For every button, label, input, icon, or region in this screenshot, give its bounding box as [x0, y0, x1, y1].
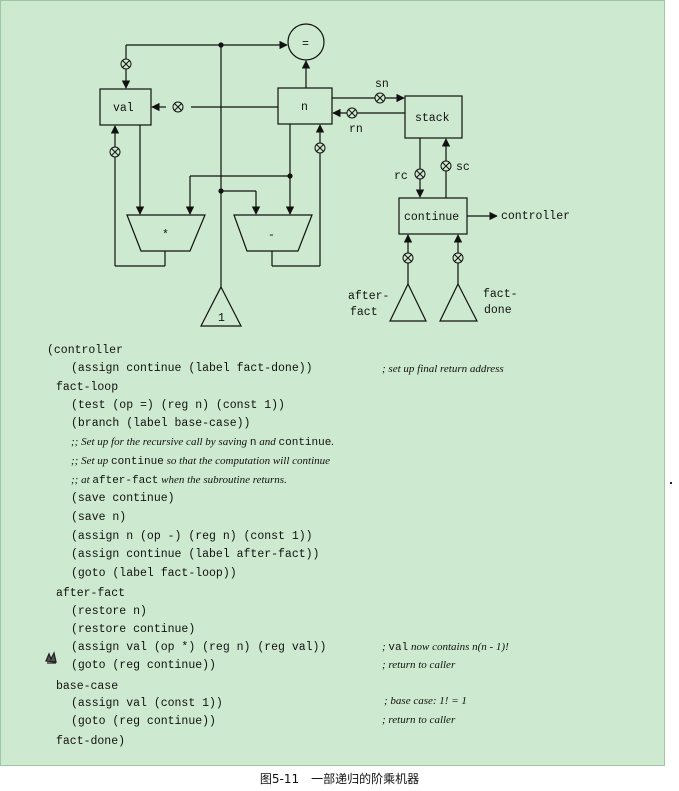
code-line: (goto (label fact-loop)): [71, 567, 237, 580]
controller-code: (controller (assign continue (label fact…: [0, 0, 509, 748]
controller-label: controller: [501, 210, 570, 223]
code-line: (assign val (op *) (reg n) (reg val)): [71, 641, 327, 654]
equals-test: [287, 23, 325, 61]
stack-label: stack: [415, 112, 450, 125]
code-line: (save n): [71, 511, 127, 524]
code-comment: ; return to caller: [382, 714, 456, 726]
sc-label: sc: [456, 161, 470, 174]
button-sc: [440, 160, 452, 172]
code-line: (assign continue (label fact-done)): [71, 362, 313, 375]
button-val-from-n: [172, 101, 184, 113]
val-label: val: [113, 102, 134, 115]
code-comment: ;; at after-fact when the subroutine ret…: [71, 474, 287, 487]
code-comment: ; base case: 1! = 1: [384, 695, 467, 707]
fact-done-constant: [439, 282, 478, 322]
continue-label: continue: [404, 211, 459, 224]
subtract-operation: [233, 214, 313, 252]
fact-done-label-2: done: [484, 304, 512, 317]
code-comment: ; set up final return address: [382, 363, 504, 375]
multiply-operation: [126, 214, 206, 252]
rn-label: rn: [349, 123, 363, 136]
val-register: [99, 88, 152, 126]
fact-done-label-1: fact-: [483, 288, 518, 301]
code-line: (goto (reg continue)): [71, 715, 216, 728]
code-line: (controller: [47, 344, 123, 357]
code-line: (branch (label base-case)): [71, 417, 251, 430]
code-comment: ; val now contains n(n - 1)!: [382, 641, 509, 654]
button-sn: [374, 92, 386, 104]
button-val-from-multiply: [109, 146, 121, 158]
code-line: (assign continue (label after-fact)): [71, 548, 320, 561]
stack-box: [404, 95, 463, 139]
button-after-fact: [402, 252, 414, 264]
code-line: (assign n (op -) (reg n) (const 1)): [71, 530, 313, 543]
code-line: (assign val (const 1)): [71, 697, 223, 710]
equals-label: =: [302, 38, 309, 51]
figure-caption: 图5-11 一部递归的阶乘机器: [259, 772, 420, 786]
code-line: (restore n): [71, 605, 147, 618]
after-fact-label-1: after-: [348, 290, 389, 303]
rc-label: rc: [394, 170, 408, 183]
sn-label: sn: [375, 78, 389, 91]
code-line: (restore continue): [71, 623, 196, 636]
const-one-label: 1: [218, 312, 225, 325]
register-machine-diagram: val n stack continue = * - 1 after- fact…: [99, 23, 570, 327]
code-label: fact-done): [56, 735, 126, 748]
code-line: (test (op =) (reg n) (const 1)): [71, 399, 285, 412]
margin-mark-icon: [45, 651, 57, 664]
continue-register: [398, 197, 468, 235]
multiply-label: *: [162, 229, 169, 242]
n-register: [277, 87, 333, 125]
n-label: n: [301, 101, 308, 114]
code-line: (save continue): [71, 492, 175, 505]
button-rc: [414, 168, 426, 180]
constant-one: [200, 285, 242, 327]
code-comment: ; return to caller: [382, 659, 456, 671]
code-label: after-fact: [56, 587, 126, 600]
page-mark: [670, 482, 672, 484]
transfer-buttons: [109, 58, 464, 264]
code-label: fact-loop: [56, 381, 119, 394]
code-line: (goto (reg continue)): [71, 659, 216, 672]
button-n-from-subtract: [314, 142, 326, 154]
code-comment: ;; Set up for the recursive call by savi…: [71, 436, 335, 449]
code-label: base-case: [56, 680, 119, 693]
code-comment: ;; Set up continue so that the computati…: [71, 455, 331, 468]
subtract-label: -: [268, 229, 275, 242]
after-fact-constant: [389, 282, 427, 322]
button-rn: [346, 107, 358, 119]
after-fact-label-2: fact: [350, 306, 378, 319]
button-val-in: [120, 58, 132, 70]
button-fact-done: [452, 252, 464, 264]
